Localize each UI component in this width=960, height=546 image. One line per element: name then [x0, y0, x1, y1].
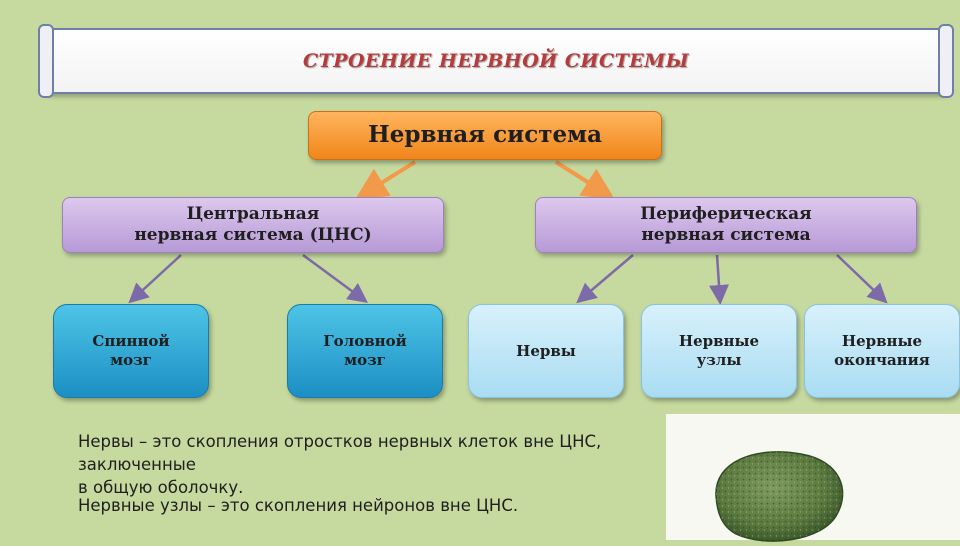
node-pns-label-line-2: нервная система [641, 225, 811, 245]
definition-nerves: Нервы – это скопления отростков нервных … [78, 430, 678, 499]
node-brain: Головной мозг [287, 304, 443, 398]
arrow-pns-to-endings [836, 254, 888, 304]
arrow-root-to-pns [554, 160, 615, 200]
arrow-cns-to-spinal [128, 254, 182, 304]
node-central-nervous-system: Центральная нервная система (ЦНС) [62, 197, 444, 253]
node-brain-line-1: Головной [323, 332, 407, 351]
node-nerves: Нервы [468, 304, 624, 398]
node-nerve-ganglia-line-2: узлы [696, 351, 742, 369]
node-spinal-cord-line-1: Спинной [92, 332, 170, 351]
arrow-cns-to-brain [302, 253, 369, 303]
page-title: СТРОЕНИЕ НЕРВНОЙ СИСТЕМЫ [302, 50, 690, 72]
arrow-root-to-cns [355, 160, 417, 200]
scroll-curl-right [938, 24, 954, 98]
definition-ganglia: Нервные узлы – это скопления нейронов вн… [78, 494, 638, 517]
node-nerve-endings-line-1: Нервные [841, 332, 923, 351]
definition-nerves-line-2: в общую оболочку. [78, 478, 244, 497]
node-nerve-endings: Нервные окончания [804, 304, 960, 398]
nerve-ganglion-image [715, 451, 844, 542]
arrow-pns-to-ganglia [709, 254, 729, 305]
node-nerve-ganglia-line-1: Нервные [678, 332, 760, 351]
node-nerve-endings-line-2: окончания [834, 351, 930, 369]
node-nerves-line-1: Нервы [516, 341, 576, 360]
node-spinal-cord: Спинной мозг [53, 304, 209, 398]
node-nervous-system-label: Нервная система [368, 121, 602, 149]
node-pns-label-line-1: Периферическая [640, 203, 812, 224]
definition-ganglia-line-1: Нервные узлы – это скопления нейронов вн… [78, 496, 519, 515]
node-peripheral-nervous-system: Периферическая нервная система [535, 197, 917, 253]
node-cns-label-line-1: Центральная [186, 203, 320, 224]
definition-nerves-line-1: Нервы – это скопления отростков нервных … [78, 432, 602, 474]
node-cns-label-line-2: нервная система (ЦНС) [134, 225, 372, 245]
node-nerve-ganglia: Нервные узлы [641, 304, 797, 398]
ganglion-photo [666, 414, 960, 542]
title-banner: СТРОЕНИЕ НЕРВНОЙ СИСТЕМЫ [38, 24, 954, 98]
arrow-pns-to-nerves [576, 254, 634, 304]
scroll-curl-left [38, 24, 54, 98]
node-brain-line-2: мозг [344, 351, 386, 369]
node-nervous-system: Нервная система [308, 111, 662, 160]
node-spinal-cord-line-2: мозг [110, 351, 152, 369]
